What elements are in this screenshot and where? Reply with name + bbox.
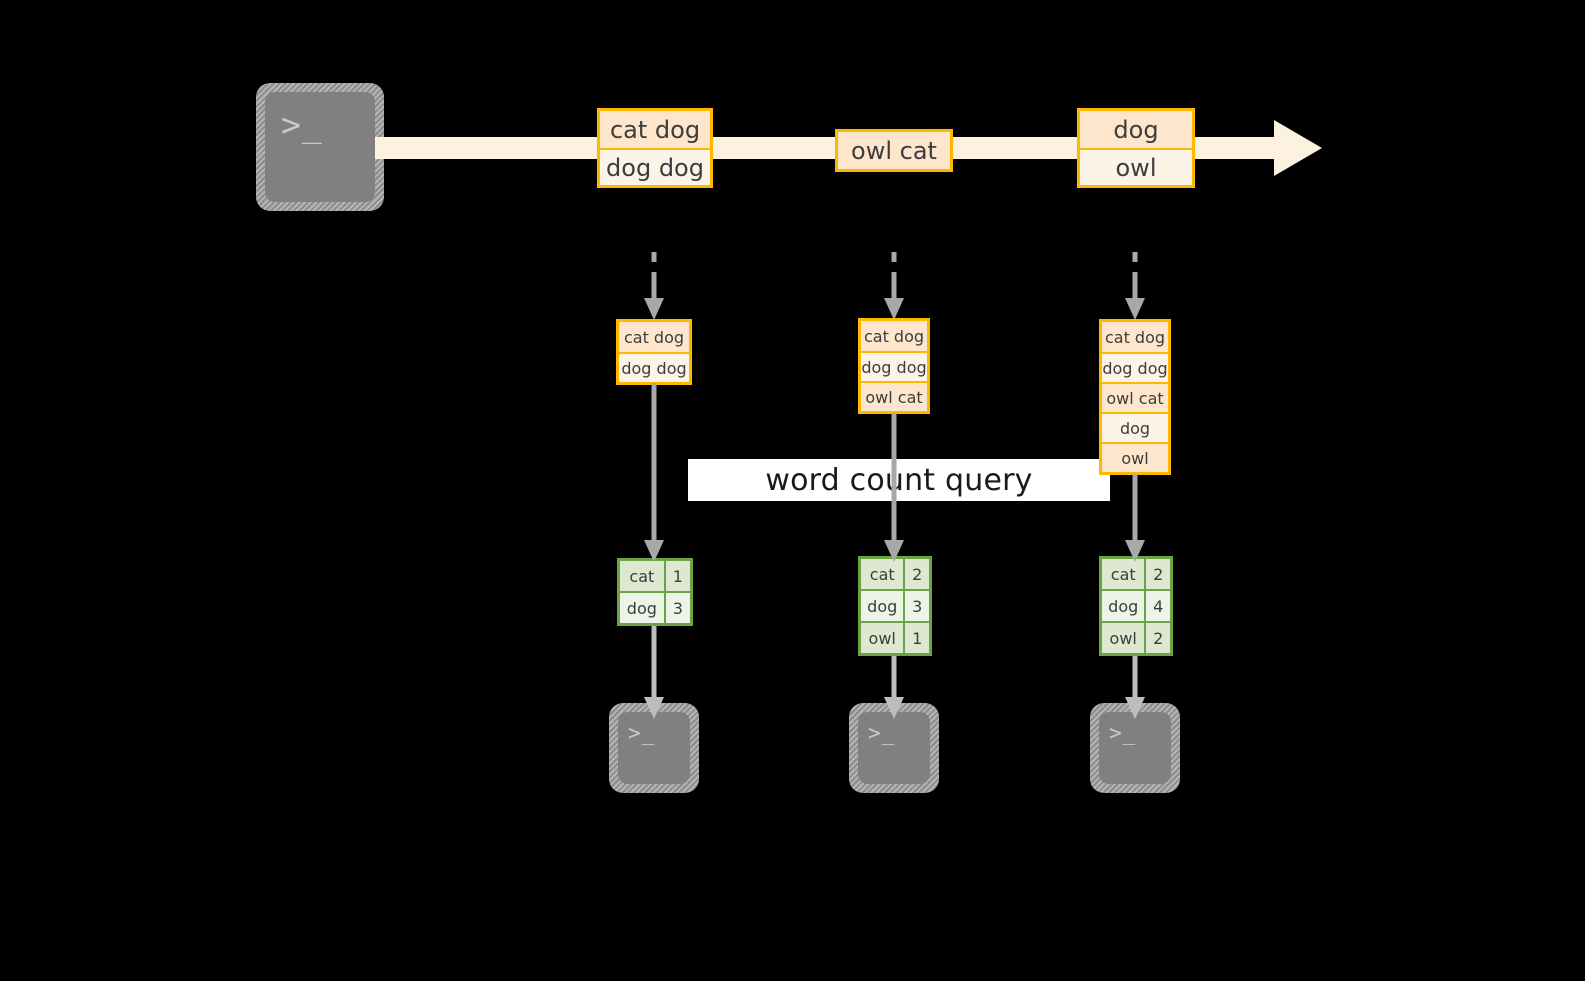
sink-connector-2	[884, 650, 904, 719]
accumulated-line: owl cat	[1102, 382, 1168, 412]
result-count: 4	[1144, 591, 1170, 621]
result-count: 2	[903, 559, 929, 589]
result-word: dog	[861, 591, 904, 621]
accumulated-lines-1: cat dog dog dog	[616, 319, 692, 385]
query-connector-2	[884, 413, 904, 562]
stream-record-line: owl cat	[838, 132, 950, 169]
table-row: cat 1	[620, 561, 690, 591]
terminal-body	[1099, 712, 1171, 784]
result-word: owl	[861, 623, 904, 653]
accumulated-line: cat dog	[1102, 322, 1168, 352]
stream-record-1: cat dog dog dog	[597, 108, 713, 188]
stream-record-2: owl cat	[835, 129, 953, 172]
source-terminal-icon: >_	[256, 83, 384, 211]
query-label-band: word count query	[688, 459, 1110, 501]
sink-terminal-icon-1: >_	[609, 703, 699, 793]
result-word: cat	[620, 561, 664, 591]
terminal-prompt-glyph: >_	[628, 721, 656, 745]
accumulated-line: dog dog	[1102, 352, 1168, 382]
dashed-connector-2	[884, 252, 904, 320]
sink-terminal-icon-2: >_	[849, 703, 939, 793]
sink-terminal-icon-3: >_	[1090, 703, 1180, 793]
query-connector-1	[644, 383, 664, 562]
result-count: 1	[903, 623, 929, 653]
result-word: dog	[620, 593, 664, 623]
terminal-prompt-glyph: >_	[281, 105, 323, 144]
table-row: owl 1	[861, 621, 929, 653]
result-count: 2	[1144, 623, 1170, 653]
result-count: 1	[663, 561, 690, 591]
stream-record-line: dog	[1080, 111, 1192, 148]
result-word: cat	[1102, 559, 1145, 589]
accumulated-line: dog dog	[619, 352, 689, 382]
dashed-connector-1	[644, 252, 664, 320]
dashed-connector-3	[1125, 252, 1145, 320]
table-row: dog 3	[861, 589, 929, 621]
table-row: owl 2	[1102, 621, 1170, 653]
table-row: dog 3	[620, 591, 690, 623]
terminal-body	[265, 92, 375, 202]
accumulated-line: owl	[1102, 442, 1168, 472]
result-word: dog	[1102, 591, 1145, 621]
stream-record-3: dog owl	[1077, 108, 1195, 188]
table-row: cat 2	[1102, 559, 1170, 589]
accumulated-line: dog dog	[861, 351, 927, 381]
sink-connector-1	[644, 620, 664, 719]
accumulated-line: dog	[1102, 412, 1168, 442]
terminal-prompt-glyph: >_	[1109, 721, 1137, 745]
result-table-2: cat 2 dog 3 owl 1	[858, 556, 932, 656]
stream-record-line: dog dog	[600, 148, 710, 185]
query-connector-3	[1125, 474, 1145, 562]
stream-record-line: owl	[1080, 148, 1192, 185]
table-row: dog 4	[1102, 589, 1170, 621]
terminal-body	[858, 712, 930, 784]
terminal-body	[618, 712, 690, 784]
table-row: cat 2	[861, 559, 929, 589]
result-word: owl	[1102, 623, 1145, 653]
accumulated-line: cat dog	[619, 322, 689, 352]
result-table-3: cat 2 dog 4 owl 2	[1099, 556, 1173, 656]
sink-connector-3	[1125, 650, 1145, 719]
result-count: 3	[663, 593, 690, 623]
accumulated-lines-2: cat dog dog dog owl cat	[858, 318, 930, 414]
accumulated-line: cat dog	[861, 321, 927, 351]
query-label-text: word count query	[765, 462, 1033, 498]
result-count: 3	[903, 591, 929, 621]
result-table-1: cat 1 dog 3	[617, 558, 693, 626]
result-word: cat	[861, 559, 904, 589]
terminal-prompt-glyph: >_	[868, 721, 896, 745]
accumulated-line: owl cat	[861, 381, 927, 411]
result-count: 2	[1144, 559, 1170, 589]
stream-record-line: cat dog	[600, 111, 710, 148]
accumulated-lines-3: cat dog dog dog owl cat dog owl	[1099, 319, 1171, 475]
